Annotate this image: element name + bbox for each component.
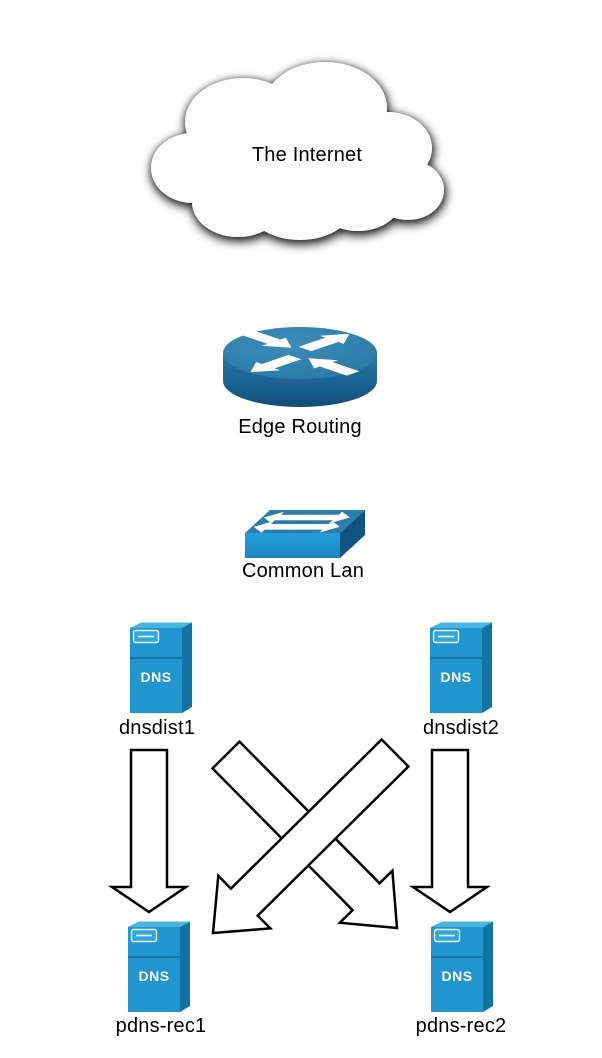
server-icon-pdns-rec1: DNS (127, 920, 191, 1013)
cloud-icon (151, 62, 444, 240)
node-label-common-lan: Common Lan (241, 560, 365, 582)
arrow-dnsdist2-to-pdns-rec2 (408, 748, 492, 914)
server-icon-pdns-rec2: DNS (430, 920, 494, 1013)
server-badge-pdns-rec2: DNS (441, 968, 472, 984)
router-icon (223, 327, 377, 407)
flow-arrows (107, 737, 492, 935)
arrow-dnsdist2-to-pdns-rec1 (211, 737, 411, 935)
node-label-edge-routing: Edge Routing (238, 416, 362, 438)
server-badge-pdns-rec1: DNS (138, 968, 169, 984)
node-label-dnsdist1: dnsdist1 (118, 717, 196, 739)
node-label-pdns-rec1: pdns-rec1 (115, 1015, 207, 1037)
server-badge-dnsdist1: DNS (140, 669, 171, 685)
server-icon-dnsdist2: DNS (429, 621, 493, 714)
node-label-internet: The Internet (251, 144, 363, 166)
node-label-dnsdist2: dnsdist2 (422, 717, 500, 739)
server-badge-dnsdist2: DNS (440, 669, 471, 685)
server-icon-dnsdist1: DNS (129, 621, 193, 714)
node-label-pdns-rec2: pdns-rec2 (415, 1015, 507, 1037)
switch-icon (245, 510, 365, 558)
arrow-dnsdist1-to-pdns-rec1 (107, 748, 191, 914)
